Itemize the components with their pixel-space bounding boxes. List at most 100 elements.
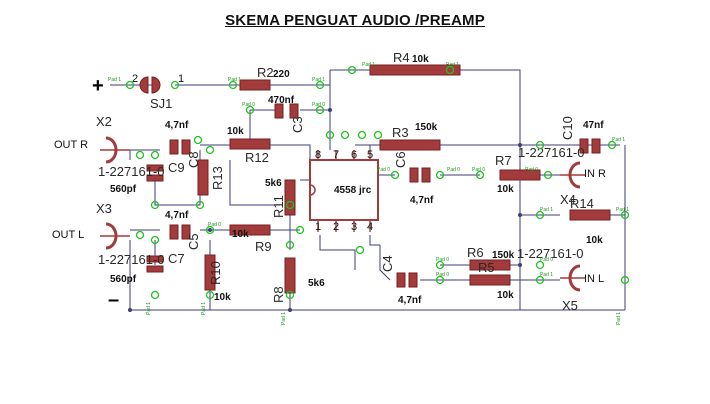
resistor-r10: R10 10k (204, 254, 231, 303)
c3-value: 470nf (268, 95, 295, 106)
connector-x3: X3 OUT L 1-227161-0 (52, 201, 165, 267)
c9-ref: C9 (168, 160, 185, 175)
page-title: SKEMA PENGUAT AUDIO /PREAMP (225, 12, 485, 29)
capacitor-c1: 4,7nf (165, 120, 191, 155)
capacitor-c9: C9 560pf (110, 160, 185, 195)
r3-ref: R3 (392, 125, 409, 140)
r7-value: 10k (497, 184, 514, 195)
pad-label: Pad 1 (312, 77, 325, 83)
capacitor-c8: C8 (186, 151, 201, 168)
r2-value: 220 (273, 69, 290, 80)
minus-sign: – (108, 289, 119, 311)
pad-labels: Pad 1 Pad 1 Pad 1 Pad 1 Pad 1 Pad 0 Pad … (108, 62, 629, 325)
x4-part: 1-227161-0 (518, 145, 585, 160)
plus-sign: + (92, 75, 104, 97)
r4-ref: R4 (393, 50, 410, 65)
connector-x5: IN L X5 1-227161-0 (517, 246, 604, 313)
r12-value: 10k (227, 126, 244, 137)
sj1-pin-1: 1 (178, 73, 184, 85)
r2-ref: R2 (257, 65, 274, 80)
capacitor-c2: 4,7nf (165, 210, 191, 240)
c5-value: 4,7nf (410, 195, 434, 206)
pad-label: Pad 1 (362, 62, 375, 68)
r11-ref: R11 (271, 195, 286, 218)
ic-4558: 4558 jrc 1 2 3 4 5 6 7 8 (309, 149, 379, 233)
x5-label: IN L (584, 273, 604, 285)
pad-label: Pad 1 (281, 312, 287, 325)
c5-ref: C6 (393, 151, 408, 168)
resistor-r2: R2 220 (239, 65, 290, 91)
solder-jumper-sj1: SJ1 2 1 (132, 73, 184, 111)
x5-ref: X5 (562, 298, 578, 313)
r6-value: 10k (497, 290, 514, 301)
r8-ref: R8 (271, 286, 286, 303)
x3-part: 1-227161-0 (98, 252, 165, 267)
x3-ref: X3 (96, 201, 112, 216)
resistor-r4: R4 10k (369, 50, 461, 76)
pad-label: Pad 1 (446, 62, 459, 68)
ic-pin-5: 5 (367, 149, 373, 161)
resistor-r12: 10k R12 (227, 126, 271, 165)
resistor-r7: R7 10k (495, 153, 541, 195)
r12-ref: R12 (245, 150, 269, 165)
x2-label: OUT R (54, 139, 88, 151)
x2-ref: X2 (96, 114, 112, 129)
sj1-ref: SJ1 (150, 96, 172, 111)
x2-part: 1-227161-0 (98, 164, 165, 179)
pad-label: Pad 1 (201, 302, 207, 315)
c2-value: 4,7nf (165, 210, 189, 221)
pad-label: Pad 0 (436, 257, 449, 263)
resistor-r6: R6 10k (467, 245, 514, 301)
resistor-r3: R3 150k (379, 122, 441, 151)
c10-value: 47nf (583, 120, 604, 131)
sj1-pin-2: 2 (132, 73, 138, 85)
c10-ref: C10 (560, 116, 575, 140)
pad-label: Pad 1 (108, 77, 121, 83)
pads (125, 65, 630, 300)
pad-label: Pad 1 (612, 137, 625, 143)
ic-pin-1: 1 (315, 221, 321, 233)
ic-pin-4: 4 (367, 221, 373, 233)
ic-pin-2: 2 (333, 221, 339, 233)
capacitor-c4: 4,7nf C4 (380, 255, 422, 306)
r14-value: 10k (586, 235, 603, 246)
x5-part: 1-227161-0 (517, 246, 584, 261)
capacitor-c5: 4,7nf C6 (393, 151, 434, 206)
r10-ref: R10 (208, 261, 223, 285)
c7-ref: C7 (168, 251, 185, 266)
pad-label: Pad 0 (377, 167, 390, 173)
c9-value: 560pf (110, 184, 137, 195)
pad-label: Pad 0 (525, 167, 538, 173)
connector-x2: X2 OUT R 1-227161-0 (54, 114, 165, 179)
pad-label: Pad 0 (436, 272, 449, 278)
r5-value: 150k (492, 250, 515, 261)
pad-label: Pad 0 (312, 102, 325, 108)
r9-ref: R9 (255, 239, 272, 254)
x4-label: IN R (584, 168, 606, 180)
c7-value: 560pf (110, 274, 137, 285)
x3-label: OUT L (52, 229, 84, 241)
c3-ref: C3 (290, 116, 305, 133)
pad-label: Pad 1 (540, 272, 553, 278)
pad-label: Pad 1 (616, 207, 629, 213)
pad-label: Pad 1 (228, 77, 241, 83)
r10-value: 10k (214, 292, 231, 303)
connector-x4: IN R X4 1-227161-0 (518, 145, 606, 207)
ic-pin-8: 8 (315, 149, 321, 161)
r13-ref: R13 (210, 166, 225, 190)
c1-value: 4,7nf (165, 120, 189, 131)
pad-label: Pad 0 (242, 102, 255, 108)
pad-label: Pad 1 (540, 207, 553, 213)
resistor-r8: 5k6 R8 (271, 257, 325, 303)
ic-pin-6: 6 (351, 149, 357, 161)
resistor-r9: 10k R9 (229, 224, 272, 254)
capacitor-c7: C7 560pf (110, 251, 185, 285)
pad-label: Pad 1 (616, 312, 622, 325)
r5-ref: R5 (478, 260, 495, 275)
r8-value: 5k6 (308, 278, 325, 289)
resistor-r11: 5k6 R11 (265, 178, 296, 218)
pad-label: Pad 0 (540, 257, 553, 263)
capacitor-c10: 47nf C10 (560, 116, 604, 154)
c8-ref: C8 (186, 151, 201, 168)
ic-pin-7: 7 (333, 149, 339, 161)
